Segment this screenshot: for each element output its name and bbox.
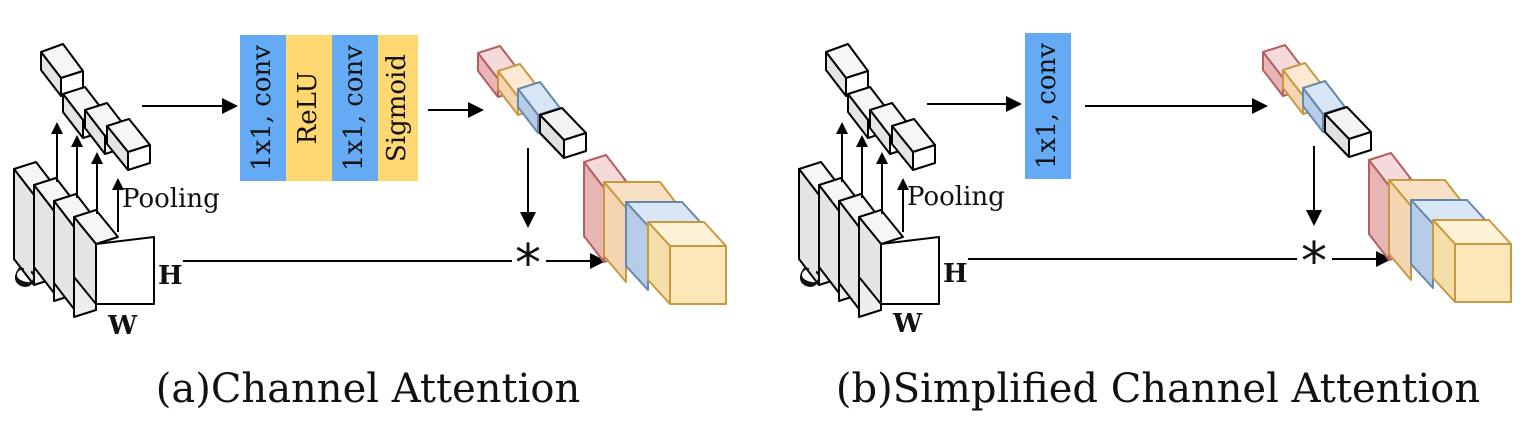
op-conv-2-label: 1x1, conv bbox=[339, 45, 369, 171]
op-conv-1-label: 1x1, conv bbox=[1032, 43, 1062, 169]
caption-b: (b)Simplified Channel Attention bbox=[836, 366, 1480, 412]
input-feature-map bbox=[798, 161, 940, 318]
output-feature-map bbox=[1368, 152, 1512, 303]
caption-a: (a)Channel Attention bbox=[156, 366, 580, 412]
pooling-label: Pooling bbox=[907, 182, 1005, 212]
dim-h-label: H bbox=[158, 261, 183, 291]
attention-weights bbox=[1262, 44, 1372, 158]
dim-w-label: W bbox=[107, 311, 138, 341]
dim-w-label: W bbox=[892, 309, 923, 339]
op-stack: 1x1, conv ReLU 1x1, conv Sigmoid bbox=[240, 35, 418, 181]
output-feature-map bbox=[583, 154, 727, 305]
dim-h-label: H bbox=[943, 259, 968, 289]
conv-block-2 bbox=[332, 35, 378, 181]
panel-a: Pooling C H W 1x1, conv ReLU 1x1, conv S… bbox=[8, 35, 727, 412]
op-relu-label: ReLU bbox=[293, 72, 323, 145]
pooling-arrows bbox=[51, 122, 124, 232]
attention-weights bbox=[477, 45, 587, 159]
conv-block-1 bbox=[240, 35, 286, 181]
pooled-vector bbox=[40, 43, 151, 171]
pooled-vector bbox=[825, 43, 936, 171]
op-conv-1-label: 1x1, conv bbox=[247, 45, 277, 171]
relu-block bbox=[286, 35, 332, 181]
pooling-label: Pooling bbox=[122, 184, 220, 214]
multiply-symbol: * bbox=[1301, 232, 1327, 292]
multiply-symbol: * bbox=[515, 234, 541, 294]
sigmoid-block bbox=[378, 35, 418, 181]
panel-b: Pooling C H W 1x1, conv * bbox=[793, 33, 1512, 412]
op-stack: 1x1, conv bbox=[1025, 33, 1071, 179]
op-sigmoid-label: Sigmoid bbox=[382, 54, 412, 162]
input-feature-map bbox=[13, 161, 155, 318]
pooling-arrows bbox=[836, 122, 909, 232]
conv-block-1 bbox=[1025, 33, 1071, 179]
